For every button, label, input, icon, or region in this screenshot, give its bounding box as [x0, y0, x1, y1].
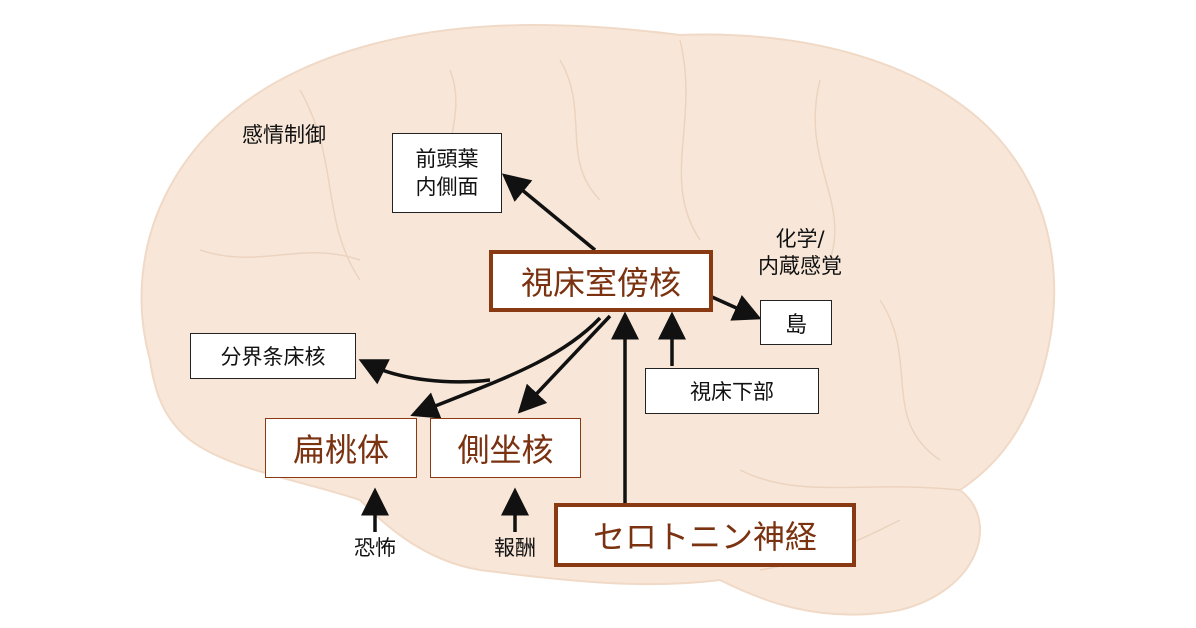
label-reward: 報酬: [494, 536, 536, 560]
arrow-to-bnst: [358, 359, 491, 385]
box-bnst: 分界条床核: [190, 333, 356, 379]
arrow-to-mpfc: [501, 173, 597, 252]
arrow-to-nac: [517, 314, 612, 414]
label-chem-line1: 化学/: [775, 227, 825, 251]
box-paraventricular-thalamus: 視床室傍核: [489, 250, 713, 312]
label-chem-line2: 内蔵感覚: [758, 254, 842, 279]
arrows: [358, 173, 762, 532]
label-emotion-control: 感情制御: [242, 123, 326, 147]
arrow-to-amygdala: [410, 316, 602, 419]
box-medial-prefrontal: 前頭葉 内側面: [392, 133, 502, 213]
mpfc-line1: 前頭葉: [415, 146, 479, 171]
mpfc-line2: 内側面: [415, 175, 479, 199]
box-insula: 島: [760, 300, 832, 345]
box-hypothalamus: 視床下部: [645, 368, 819, 414]
box-serotonin-neurons: セロトニン神経: [554, 503, 856, 567]
label-chemical-visceral: 化学/ 内蔵感覚: [745, 226, 855, 281]
arrow-to-insula: [711, 295, 762, 321]
box-amygdala: 扁桃体: [265, 418, 417, 478]
box-nucleus-accumbens: 側坐核: [430, 418, 581, 478]
label-fear: 恐怖: [354, 536, 396, 560]
